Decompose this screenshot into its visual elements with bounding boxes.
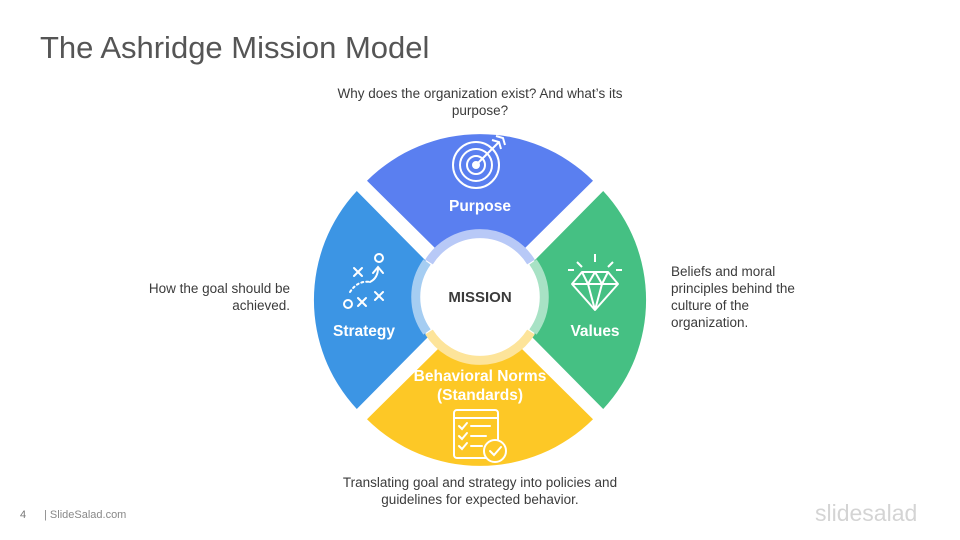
strategy-segment bbox=[313, 191, 428, 409]
norms-description: Translating goal and strategy into polic… bbox=[342, 475, 618, 507]
center-ring-bottom-glow bbox=[425, 329, 535, 365]
strategy-play-icon bbox=[343, 253, 384, 309]
page-number: 4 bbox=[20, 509, 27, 521]
values-segment bbox=[532, 191, 647, 409]
center-label: MISSION bbox=[448, 289, 511, 306]
strategy-description: How the goal should be achieved. bbox=[148, 281, 290, 313]
page-title: The Ashridge Mission Model bbox=[40, 30, 430, 65]
purpose-segment bbox=[367, 134, 593, 252]
purpose-label: Purpose bbox=[449, 198, 511, 215]
norms-label-line2: (Standards) bbox=[437, 387, 523, 404]
center-ring-right-glow bbox=[529, 259, 549, 335]
purpose-description: Why does the organization exist? And wha… bbox=[337, 86, 623, 118]
values-description: Beliefs and moral principles behind the … bbox=[671, 264, 795, 330]
strategy-label: Strategy bbox=[333, 323, 395, 340]
target-icon bbox=[452, 135, 506, 189]
checklist-icon bbox=[453, 409, 507, 463]
center-circle bbox=[428, 245, 532, 349]
source-credit: | SlideSalad.com bbox=[44, 509, 127, 521]
center-ring-left-glow bbox=[411, 259, 431, 335]
diamond-icon bbox=[568, 254, 622, 311]
norms-segment bbox=[367, 348, 593, 466]
center-ring-top-glow bbox=[425, 229, 535, 265]
norms-label-line1: Behavioral Norms bbox=[414, 368, 547, 385]
brand-logo: slidesalad bbox=[815, 500, 918, 526]
values-label: Values bbox=[570, 323, 619, 340]
